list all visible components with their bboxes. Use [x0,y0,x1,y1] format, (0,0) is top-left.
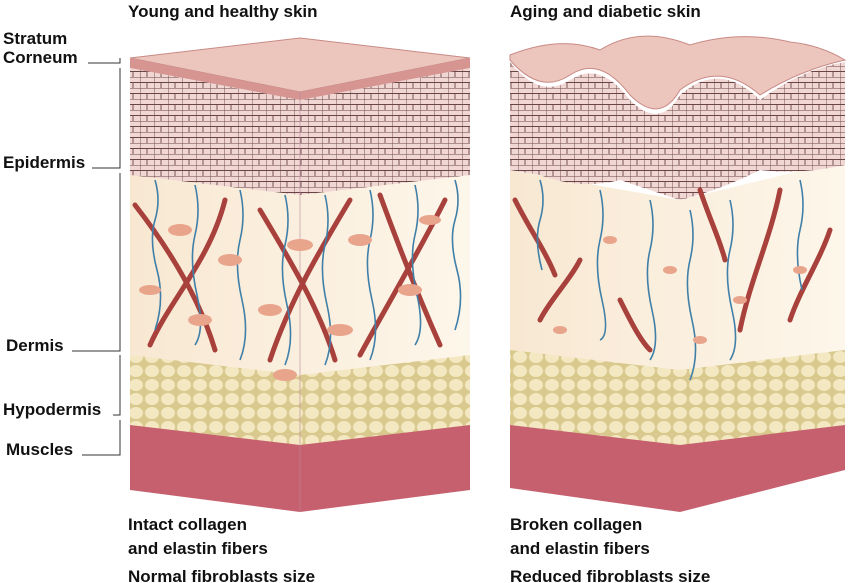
dermis-layer [510,160,845,370]
fibroblasts [139,215,441,381]
stratum-corneum-layer [509,35,847,110]
label-stratum-corneum: Stratum Corneum [3,29,78,67]
caption-young: Intact collagen and elastin fibers Norma… [128,513,315,583]
collagen-fibers [132,192,448,363]
caption-fibers-line2: and elastin fibers [128,539,268,558]
young-skin-block [129,37,471,512]
caption-fibers-line2: and elastin fibers [510,539,650,558]
label-stratum-line2: Corneum [3,48,78,67]
label-epidermis: Epidermis [3,153,86,172]
label-stratum-line1: Stratum [3,29,68,48]
caption-fibers-line1: Broken collagen [510,515,643,534]
label-muscles: Muscles [6,440,74,459]
title-aging-skin: Aging and diabetic skin [510,2,701,21]
label-dermis: Dermis [6,336,64,355]
hypodermis-layer [510,345,845,445]
aging-skin-block [509,35,847,512]
caption-fibers-line1: Intact collagen [128,515,248,534]
label-hypodermis: Hypodermis [3,400,102,419]
fibroblasts [553,236,807,344]
caption-fibroblasts: Reduced fibroblasts size [510,567,711,583]
epidermis-layer [510,62,845,200]
caption-aging: Broken collagen and elastin fibers Reduc… [510,513,710,583]
collagen-fibers [512,187,833,353]
title-young-skin: Young and healthy skin [128,2,318,21]
layer-brackets [72,58,121,456]
muscle-layer [510,420,845,512]
caption-fibroblasts: Normal fibroblasts size [128,567,316,583]
